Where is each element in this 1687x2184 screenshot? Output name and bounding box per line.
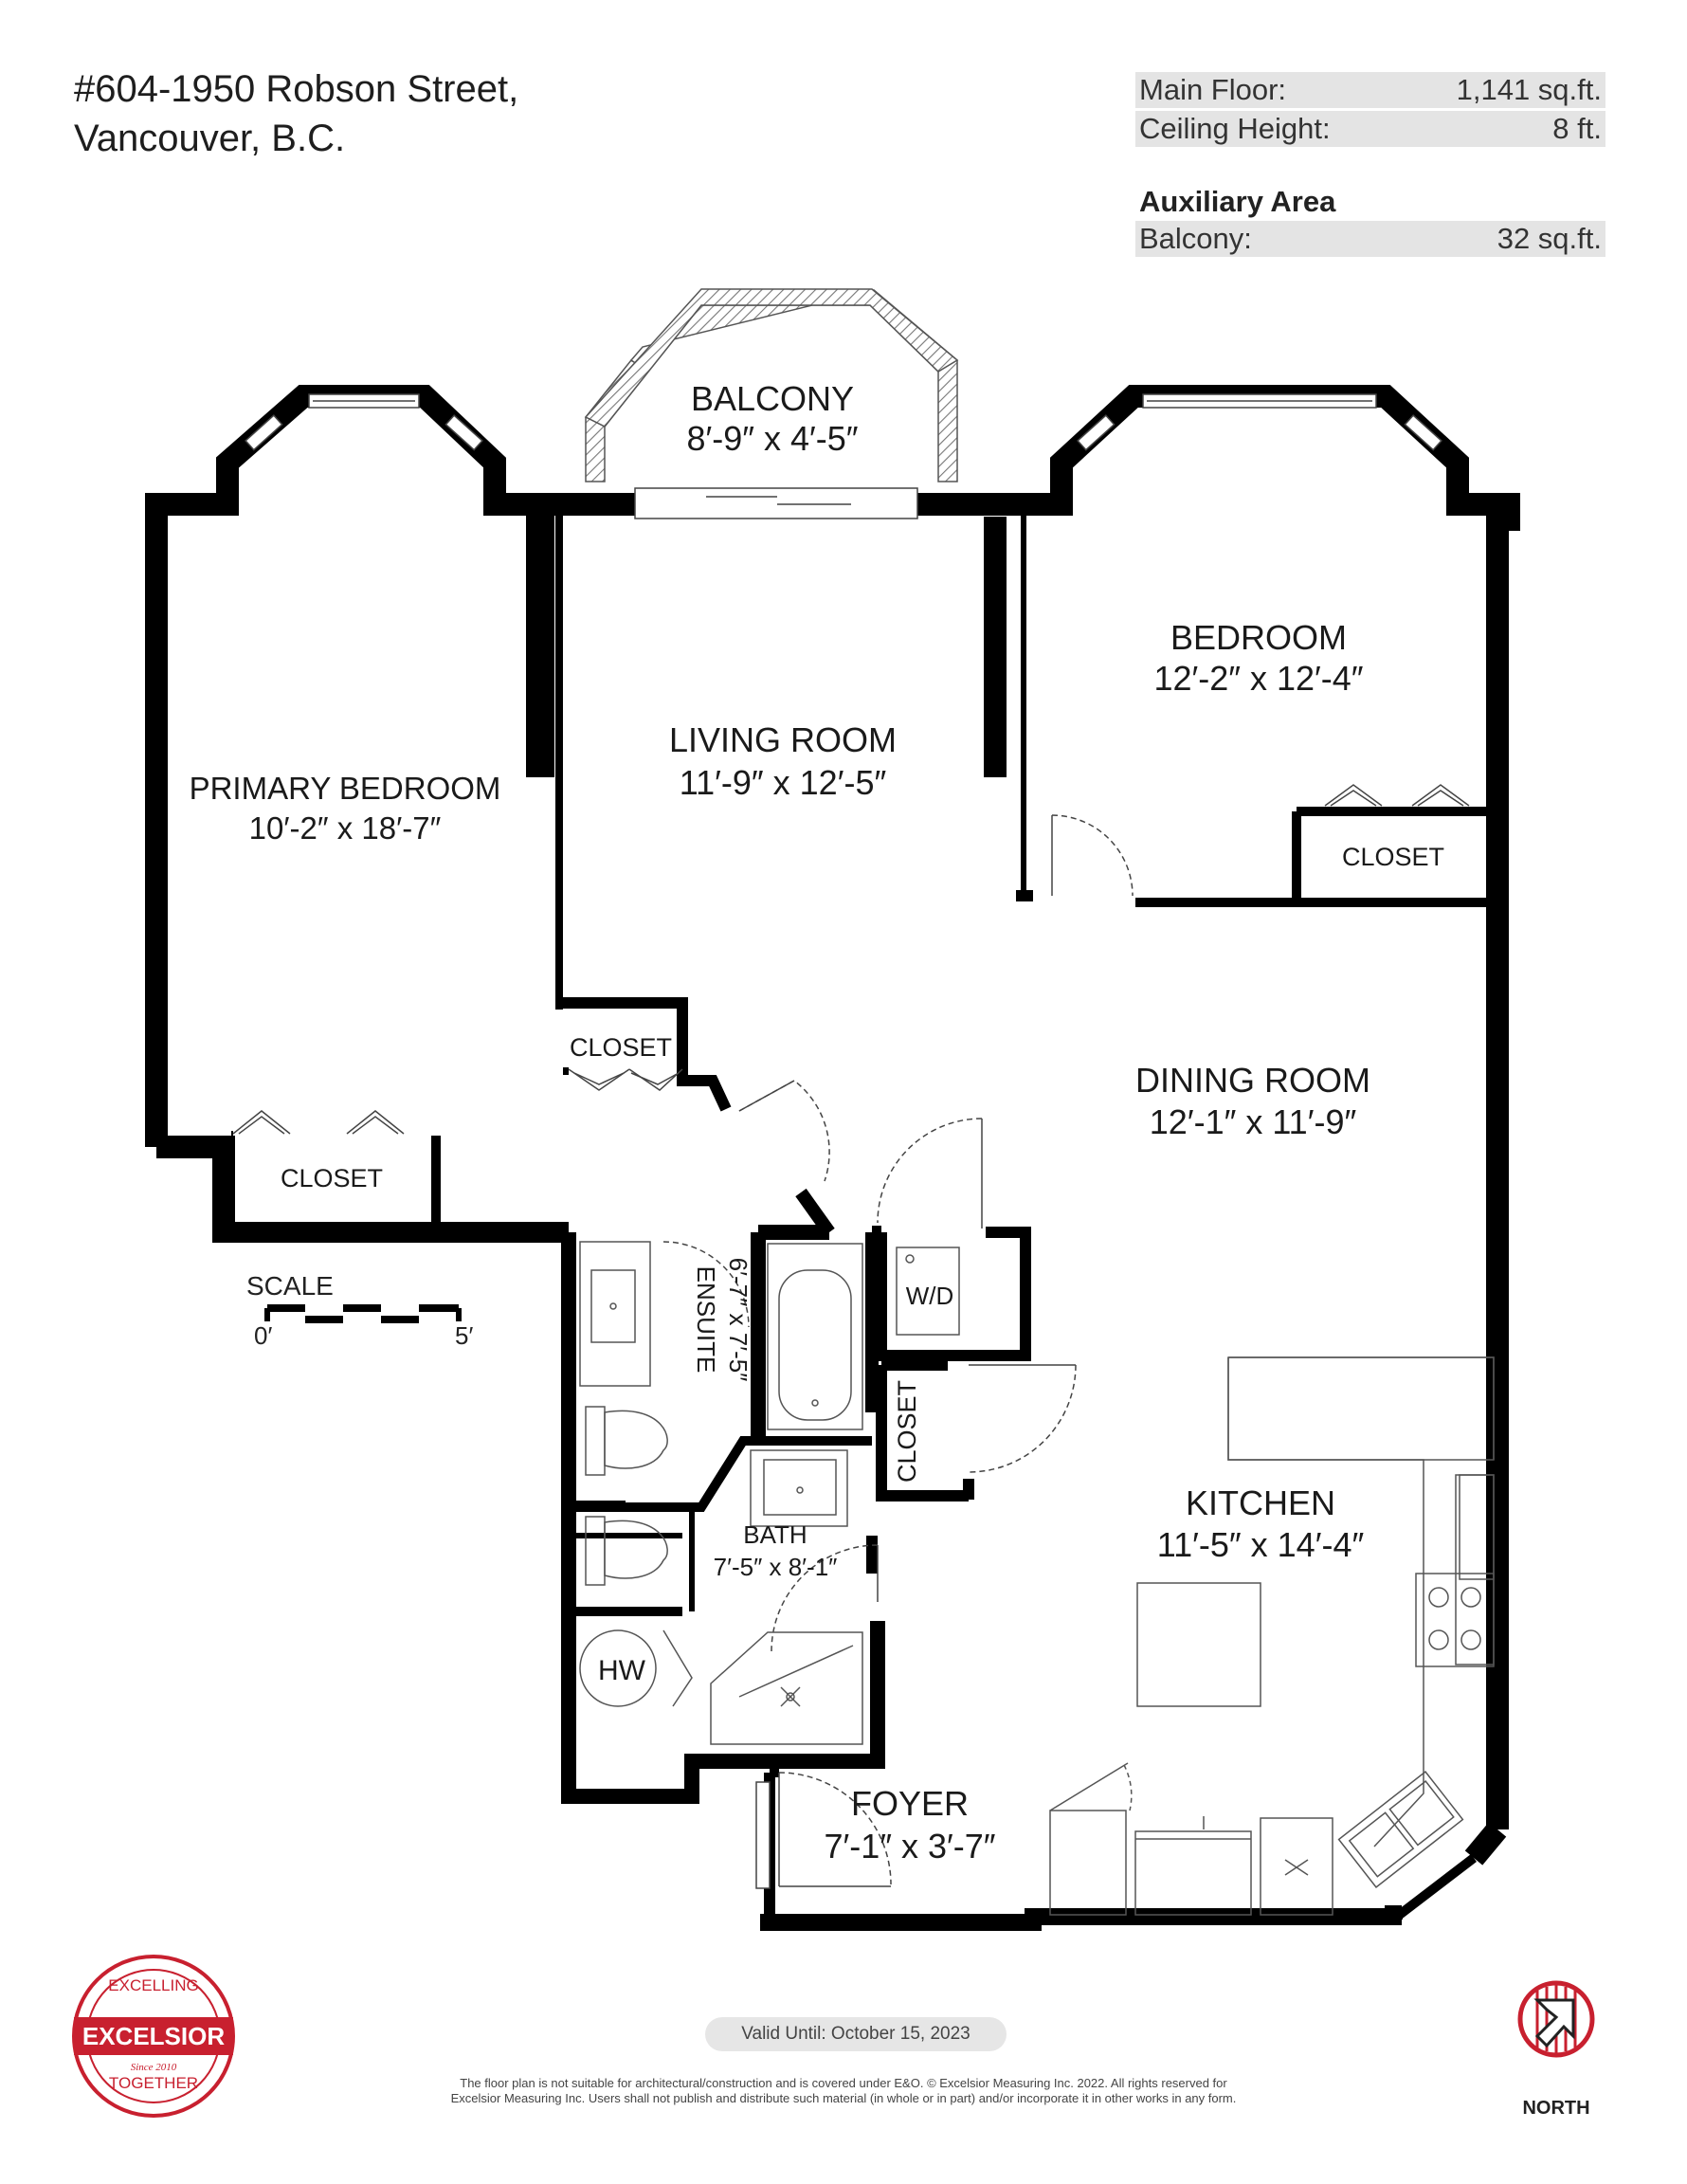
auxiliary-area-title: Auxiliary Area <box>1139 185 1336 218</box>
bedroom-bay-window <box>995 385 1520 531</box>
address-line-1: #604-1950 Robson Street, <box>74 68 519 110</box>
fixtures <box>579 1241 1495 1916</box>
balcony-name: BALCONY <box>691 379 854 418</box>
room-labels: BALCONY 8′-9″ x 4′-5″ LIVING ROOM 11′-9″… <box>190 379 1444 1866</box>
kitchen-counter-upper <box>1227 1356 1495 1461</box>
balcony-hatch <box>584 288 959 482</box>
hot-water-tank <box>579 1629 657 1707</box>
foyer-dims: 7′-1″ x 3′-7″ <box>824 1827 995 1866</box>
ensuite-toilet <box>604 1410 668 1469</box>
north-label: NORTH <box>1522 2098 1590 2119</box>
excelsior-logo: EXCELSIOR EXCELLING TOGETHER Since 2010 <box>72 1955 235 2118</box>
balcony-area-label: Balcony: <box>1139 222 1252 255</box>
ensuite-name: ENSUITE <box>692 1266 720 1374</box>
bedroom-dims: 12′-2″ x 12′-4″ <box>1153 659 1363 698</box>
kitchen-cabinet-left <box>1049 1810 1127 1916</box>
logo-top-text: EXCELLING <box>108 1976 198 1994</box>
kitchen-dims: 11′-5″ x 14′-4″ <box>1157 1525 1365 1564</box>
stove <box>1415 1573 1495 1667</box>
area-summary: Main Floor: 1,141 sq.ft. Ceiling Height:… <box>1135 72 1605 257</box>
address: #604-1950 Robson Street, Vancouver, B.C. <box>74 64 518 163</box>
walls <box>145 493 1509 1931</box>
dining-room-name: DINING ROOM <box>1135 1061 1370 1100</box>
bedroom-closet-label: CLOSET <box>1342 843 1444 871</box>
ensuite-dims: 6′-7″ x 7′-5″ <box>724 1258 753 1382</box>
bathtub <box>767 1243 863 1430</box>
ceiling-height-row: Ceiling Height: 8 ft. <box>1135 111 1605 147</box>
disclaimer-line-2: Excelsior Measuring Inc. Users shall not… <box>450 2091 1237 2105</box>
balcony-sliding-door <box>634 487 918 519</box>
disclaimer-line-1: The floor plan is not suitable for archi… <box>460 2076 1227 2090</box>
main-floor-value: 1,141 sq.ft. <box>1456 73 1602 106</box>
scale-bar: SCALE 0′ 5′ <box>246 1271 473 1350</box>
hall-closet-label: CLOSET <box>893 1380 921 1483</box>
dishwasher <box>1134 1830 1252 1916</box>
scale-label: SCALE <box>246 1271 334 1301</box>
primary-bedroom-dims: 10′-2″ x 18′-7″ <box>249 810 442 846</box>
balcony-dims: 8′-9″ x 4′-5″ <box>686 419 858 458</box>
foyer-name: FOYER <box>851 1784 969 1823</box>
washer-dryer <box>896 1247 960 1336</box>
main-floor-label: Main Floor: <box>1139 73 1287 106</box>
logo-bottom-text: TOGETHER <box>109 2074 198 2092</box>
living-closet-label: CLOSET <box>570 1033 672 1062</box>
primary-closet-label: CLOSET <box>281 1164 383 1192</box>
address-line-2: Vancouver, B.C. <box>74 118 346 159</box>
bath-name: BATH <box>743 1520 807 1549</box>
main-floor-row: Main Floor: 1,141 sq.ft. <box>1135 72 1605 108</box>
logo-name: EXCELSIOR <box>82 2022 225 2050</box>
ensuite-vanity <box>579 1241 651 1387</box>
scale-start: 0′ <box>254 1321 272 1350</box>
kitchen-island <box>1136 1582 1261 1707</box>
north-arrow-icon <box>1517 1980 1595 2058</box>
bath-toilet-tank <box>585 1516 606 1586</box>
fridge <box>1260 1817 1333 1916</box>
dining-room-dims: 12′-1″ x 11′-9″ <box>1150 1102 1357 1141</box>
bath-toilet <box>604 1520 668 1579</box>
ceiling-height-label: Ceiling Height: <box>1139 112 1331 145</box>
valid-until-badge: Valid Until: October 15, 2023 <box>705 2017 1007 2051</box>
living-room-name: LIVING ROOM <box>669 720 897 759</box>
bifold-doors <box>232 784 1470 1135</box>
balcony-area-row: Balcony: 32 sq.ft. <box>1135 221 1605 257</box>
kitchen-name: KITCHEN <box>1186 1483 1335 1522</box>
ceiling-height-value: 8 ft. <box>1552 112 1602 145</box>
primary-bedroom-bay-window <box>145 385 517 521</box>
primary-bedroom-name: PRIMARY BEDROOM <box>190 771 501 806</box>
scale-end: 5′ <box>455 1321 473 1350</box>
kitchen-sink <box>1337 1771 1464 1888</box>
shower <box>710 1631 863 1745</box>
living-room-dims: 11′-9″ x 12′-5″ <box>680 763 887 802</box>
washer-dryer-label: W/D <box>906 1282 954 1310</box>
hot-water-label: HW <box>598 1655 646 1686</box>
bath-dims: 7′-5″ x 8′-1″ <box>714 1553 838 1581</box>
ensuite-toilet-tank <box>585 1406 606 1476</box>
logo-since-text: Since 2010 <box>131 2062 177 2073</box>
disclaimer: The floor plan is not suitable for archi… <box>360 2076 1327 2106</box>
doors <box>662 814 1134 1889</box>
bedroom-name: BEDROOM <box>1170 618 1347 657</box>
bath-vanity <box>750 1449 848 1527</box>
balcony-area-value: 32 sq.ft. <box>1497 222 1602 255</box>
